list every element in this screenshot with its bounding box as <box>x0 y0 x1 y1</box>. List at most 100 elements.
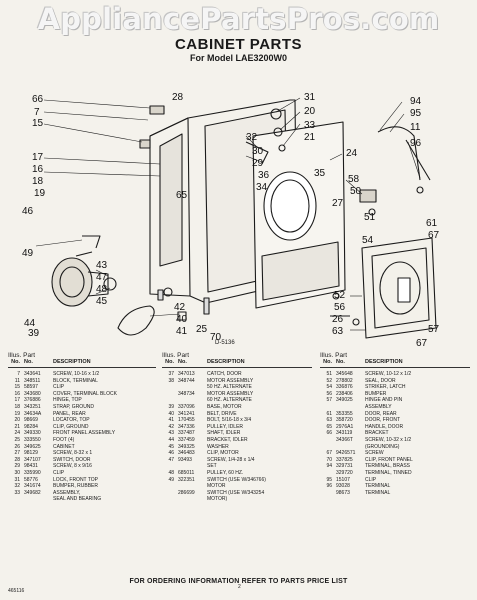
illus-number: 95 <box>326 476 332 483</box>
callout-67: 67 <box>428 230 440 241</box>
part-description: CLIP <box>365 476 377 483</box>
callout-29: 29 <box>252 158 264 169</box>
part-number: 347107 <box>24 456 41 463</box>
part-number <box>332 444 362 451</box>
part-description: SCREW, 8 x 9/16 <box>53 463 92 470</box>
part-number: 685011 <box>178 469 195 476</box>
part-description: SEAL AND BEARING <box>53 496 102 503</box>
illus-number <box>8 496 20 503</box>
part-description: FRONT PANEL ASSEMBLY <box>53 430 116 437</box>
illus-number: 65 <box>326 423 332 430</box>
callout-46: 46 <box>22 206 34 217</box>
part-row: SET <box>162 463 312 470</box>
part-description: CLIP <box>53 469 65 476</box>
part-number: 98284 <box>24 423 38 430</box>
callout-26: 26 <box>332 314 344 325</box>
part-number: 343251 <box>24 403 41 410</box>
callout-52: 52 <box>334 290 346 301</box>
part-number <box>332 404 362 411</box>
part-number: 9426571 <box>336 450 356 457</box>
part-description: PULLEY, 60 HZ. <box>207 469 244 476</box>
part-number: 349625 <box>24 443 41 450</box>
illus-number: 20 <box>14 417 20 424</box>
callout-67b: 67 <box>416 338 428 349</box>
callout-7: 7 <box>34 107 40 118</box>
callout-61: 61 <box>426 218 438 229</box>
illus-number: 43 <box>168 430 174 437</box>
illus-number: 26 <box>14 443 20 450</box>
callout-41: 41 <box>176 326 188 337</box>
part-row: 48 685011 PULLEY, 60 HZ. <box>162 470 312 477</box>
illus-number: 28 <box>14 456 20 463</box>
page-subtitle: For Model LAE3200W0 <box>189 53 288 63</box>
part-number: 343119 <box>336 430 353 437</box>
callout-17: 17 <box>32 152 44 163</box>
part-description: DOOR, REAR <box>365 410 397 417</box>
part-number: 337459 <box>178 436 195 443</box>
illus-number <box>162 463 174 470</box>
illus-number: 19 <box>14 410 20 417</box>
illus-number: 11 <box>14 377 20 384</box>
part-description: TERMINAL <box>365 489 391 496</box>
part-description: CLIP, MOTOR <box>207 450 239 457</box>
illus-number: 48 <box>168 469 174 476</box>
illus-number: 61 <box>326 410 332 417</box>
illus-number: 25 <box>14 436 20 443</box>
part-description: SEAL, DOOR <box>365 377 396 384</box>
callout-63: 63 <box>332 326 344 337</box>
divider <box>8 367 156 368</box>
illus-number: 56 <box>326 390 332 397</box>
column-header: Illus. Part No. No. DESCRIPTION <box>320 352 403 365</box>
illus-number: 63 <box>326 417 332 424</box>
part-row: 50 HZ. ALTERNATE <box>162 384 312 391</box>
part-description: LOCATOR, TOP <box>53 417 90 424</box>
callout-54: 54 <box>362 235 374 246</box>
part-description: BOLT, 5/16-18 x 3/4 <box>207 417 252 424</box>
callout-32: 32 <box>246 132 258 143</box>
callout-48: 48 <box>96 284 108 295</box>
callout-56: 56 <box>334 302 346 313</box>
part-number: 238406 <box>336 390 353 397</box>
callout-66: 66 <box>32 94 44 105</box>
callout-18: 18 <box>32 176 44 187</box>
part-number: 358720 <box>336 417 353 424</box>
part-row: SEAL AND BEARING <box>8 496 156 503</box>
callout-33: 33 <box>304 120 316 131</box>
part-row: MOTOR) <box>162 496 312 503</box>
part-description: SCREW, 10-32 x 1/2 <box>365 436 412 443</box>
part-number: 337096 <box>178 403 195 410</box>
part-number: 346483 <box>178 450 195 457</box>
callout-50: 50 <box>350 186 362 197</box>
illus-number <box>162 391 174 398</box>
illus-number: 18 <box>14 403 20 410</box>
part-description: SCREW, 8-32 x 1 <box>53 450 93 457</box>
callout-70: 70 <box>210 332 222 343</box>
illus-number <box>162 483 174 490</box>
illus-number: 24 <box>14 430 20 437</box>
part-description: BLOCK, TERMINAL <box>53 377 98 384</box>
part-number: 98431 <box>24 463 38 470</box>
illus-number: 30 <box>14 469 20 476</box>
part-number: 98129 <box>24 450 38 457</box>
part-description: CLIP <box>53 384 65 391</box>
exploded-parts-diagram: 66 7 28 31 20 33 21 94 95 11 96 15 32 30… <box>22 92 440 349</box>
callout-51: 51 <box>364 212 376 223</box>
illus-number: 45 <box>168 443 174 450</box>
callout-57: 57 <box>428 324 440 335</box>
part-number: 58776 <box>24 476 38 483</box>
part-number <box>174 496 204 503</box>
motor <box>51 257 93 307</box>
callout-11: 11 <box>410 122 421 133</box>
